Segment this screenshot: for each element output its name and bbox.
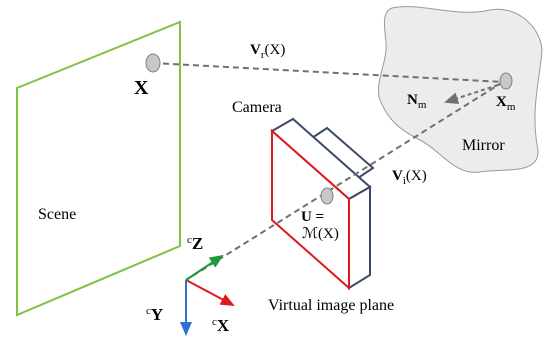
axis-z-arrow (185, 254, 224, 281)
ray-Vi-label: Vi(X) (392, 168, 427, 187)
ray-Vi-arg: (X) (406, 168, 427, 184)
axis-Y-superscript: c (146, 305, 151, 317)
axis-X-label: cX (212, 316, 230, 335)
axis-Z-superscript: c (187, 234, 192, 246)
scene-label: Scene (38, 206, 76, 223)
axis-Z-label: cZ (187, 234, 203, 253)
axis-x-arrow (185, 279, 235, 306)
normal-N-symbol: N (407, 92, 418, 108)
point-Xm-label: Xm (496, 94, 516, 113)
camera-side (348, 185, 371, 290)
ray-incident (185, 81, 504, 281)
scene-plane (16, 20, 181, 317)
ray-Vr-label: Vr(X) (250, 42, 285, 61)
camera-label: Camera (232, 99, 282, 116)
U-label-line1: U = (301, 209, 324, 225)
mirror-label: Mirror (462, 137, 505, 154)
ray-Vi-symbol: V (392, 168, 403, 184)
point-Xm-subscript: m (507, 101, 516, 113)
point-Xm (499, 72, 513, 90)
point-X (145, 53, 161, 73)
U-label-line2: ℳ(X) (302, 226, 339, 242)
point-U (320, 187, 334, 205)
normal-N-label: Nm (407, 92, 427, 111)
mirror-normal (444, 84, 499, 104)
virtual-image-plane-label: Virtual image plane (268, 297, 394, 314)
axis-X-superscript: c (212, 316, 217, 328)
point-Xm-symbol: X (496, 94, 507, 110)
ray-Vi-subscript: i (403, 175, 406, 187)
axis-X-symbol: X (217, 316, 230, 335)
axis-Y-label: cY (146, 305, 163, 324)
ray-Vr-arg: (X) (265, 42, 286, 58)
point-X-label: X (134, 77, 149, 99)
normal-N-subscript: m (418, 99, 427, 111)
ray-Vr-subscript: r (261, 49, 265, 61)
axis-Z-symbol: Z (192, 234, 203, 253)
axis-Y-symbol: Y (151, 305, 163, 324)
ray-Vr-symbol: V (250, 42, 261, 58)
mirror-surface (378, 6, 543, 173)
ray-reflected (152, 62, 504, 83)
virtual-image-plane (271, 128, 350, 291)
camera (270, 117, 375, 291)
